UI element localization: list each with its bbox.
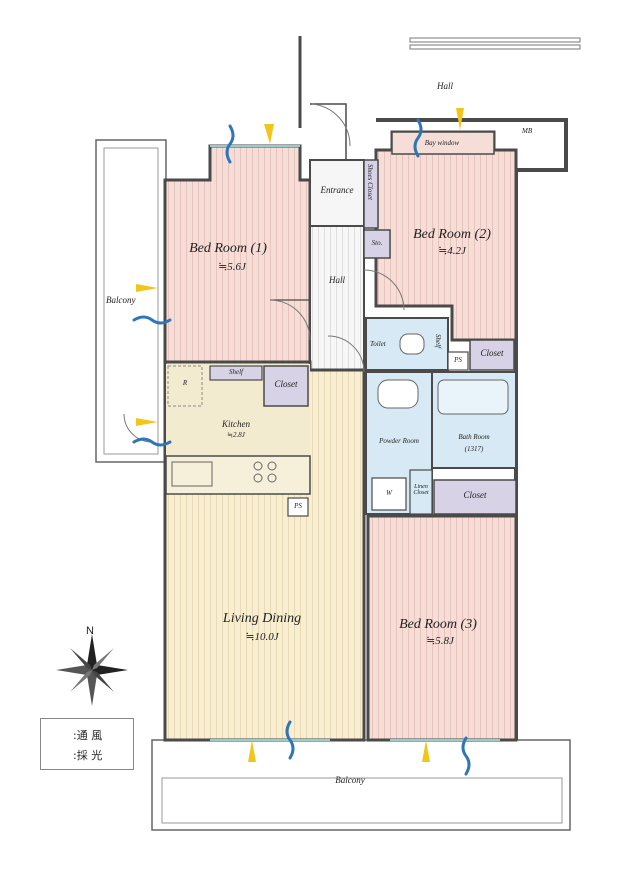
legend: :通 風 :採 光 [40,718,134,770]
light-marks [136,108,464,762]
compass [56,634,128,706]
shelf-kitchen-label: Shelf [229,368,243,376]
legend-wind-label: :通 風 [73,729,103,742]
mb-label: MB [522,127,533,135]
shoes-closet [363,159,379,229]
bedroom-3-area [366,514,518,742]
linen-closet-label: Linen Closet [413,484,429,496]
bedroom-1-size: ≒5.6J [218,261,246,273]
closet-bed3-label: Closet [463,490,487,500]
living-dining-name: Living Dining [222,611,302,626]
ps-toilet-box [447,351,469,371]
bedroom-3-name: Bed Room (3) [399,617,477,632]
refrigerator-label: R [182,379,188,387]
washer-box [371,477,407,511]
hall-outside-label: Hall [436,81,454,91]
bedroom-3-size: ≒5.8J [426,635,454,647]
shelf-toilet-label: Shelf [434,334,442,348]
closet-bed2 [469,339,515,371]
compass-north-label: N [86,625,94,637]
closet-kitchen-label: Closet [274,379,298,389]
shelf-kitchen [209,365,263,381]
powder-room-label: Powder Room [379,437,419,445]
kitchen-name: Kitchen [222,419,250,429]
bedroom-1-name: Bed Room (1) [189,241,267,256]
entrance-label: Entrance [320,185,354,195]
ps-toilet-label: PS [454,356,462,364]
refrigerator [167,365,203,407]
storage [363,229,391,259]
entrance-area [309,159,365,227]
living-dining-size: ≒10.0J [245,631,279,643]
shoes-closet-label: Shoes Closet [366,164,374,200]
legend-light-label: :採 光 [73,749,103,762]
balcony-side-label: Balcony [106,295,136,305]
storage-label: Sto. [371,239,383,247]
bath-room-size: (1317) [464,445,484,453]
hall-area [309,225,365,371]
closet-bed3 [433,479,517,515]
wind-marks [132,118,471,776]
balcony-bottom-label: Balcony [335,775,365,785]
bath-room-name: Bath Room [458,433,490,441]
bay-window-label: Bay window [424,139,460,147]
washer-label: W [386,489,392,497]
closet-bed2-label: Closet [480,348,504,358]
bedroom-2-name: Bed Room (2) [413,227,491,242]
linen-closet [409,469,433,515]
ps-living-box [287,497,309,517]
hall-inside-label: Hall [328,275,346,285]
ps-living-label: PS [294,502,302,510]
closet-kitchen [263,365,309,407]
kitchen-size: ≒2.8J [227,431,245,439]
balcony-bottom [151,739,571,831]
bedroom-2-size: ≒4.2J [438,245,466,257]
balcony-left [95,139,167,463]
toilet-label: Toilet [370,340,386,348]
